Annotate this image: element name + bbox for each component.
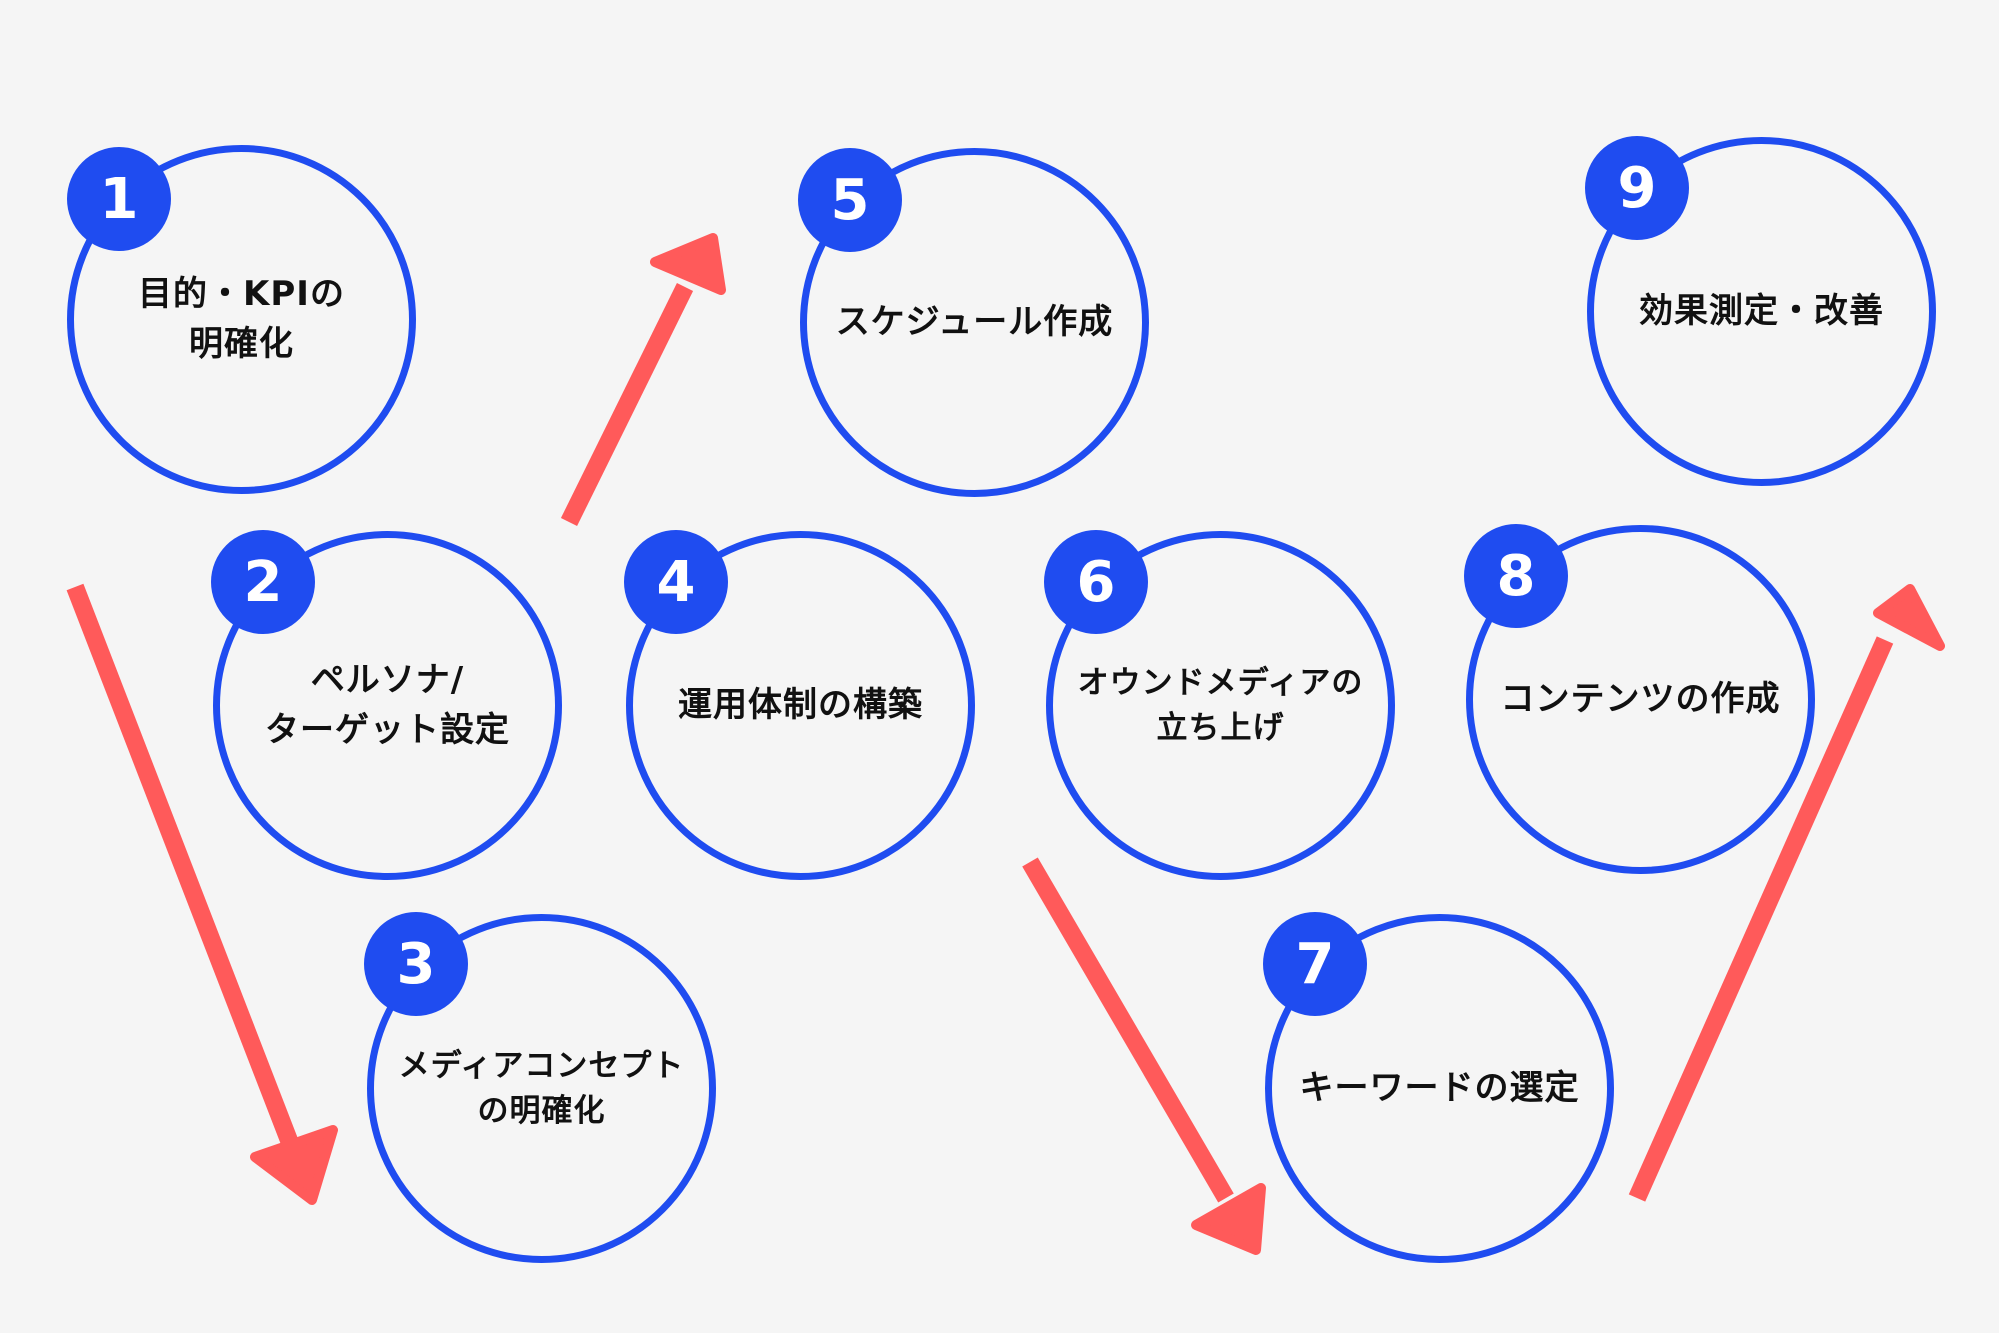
step-5-label: スケジュール作成 <box>835 301 1114 342</box>
step-9-label: 効果測定・改善 <box>1639 290 1884 331</box>
arrow-down-left <box>66 583 338 1205</box>
step-2-badge: 2 <box>211 530 315 634</box>
step-5-badge: 5 <box>798 148 902 252</box>
step-2-circle: ペルソナ/ ターゲット設定 <box>213 531 562 880</box>
arrow-down-right <box>1022 857 1266 1255</box>
arrow-up-right <box>1628 584 1945 1202</box>
step-8-label: コンテンツの作成 <box>1500 678 1781 719</box>
step-9-badge: 9 <box>1585 136 1689 240</box>
step-4-label: 運用体制の構築 <box>678 684 923 725</box>
step-2-label: ペルソナ/ ターゲット設定 <box>265 660 510 750</box>
step-1-label: 目的・KPIの 明確化 <box>138 274 345 364</box>
step-7-label: キーワードの選定 <box>1299 1067 1580 1108</box>
arrow-up-middle <box>560 233 726 526</box>
step-7-badge: 7 <box>1263 912 1367 1016</box>
step-3-badge: 3 <box>364 912 468 1016</box>
step-1-badge: 1 <box>67 147 171 251</box>
step-6-circle: オウンドメディアの 立ち上げ <box>1046 531 1395 880</box>
step-6-badge: 6 <box>1044 530 1148 634</box>
step-4-badge: 4 <box>624 530 728 634</box>
step-8-badge: 8 <box>1464 524 1568 628</box>
step-3-label: メディアコンセプト の明確化 <box>398 1047 685 1129</box>
step-6-label: オウンドメディアの 立ち上げ <box>1077 664 1364 746</box>
